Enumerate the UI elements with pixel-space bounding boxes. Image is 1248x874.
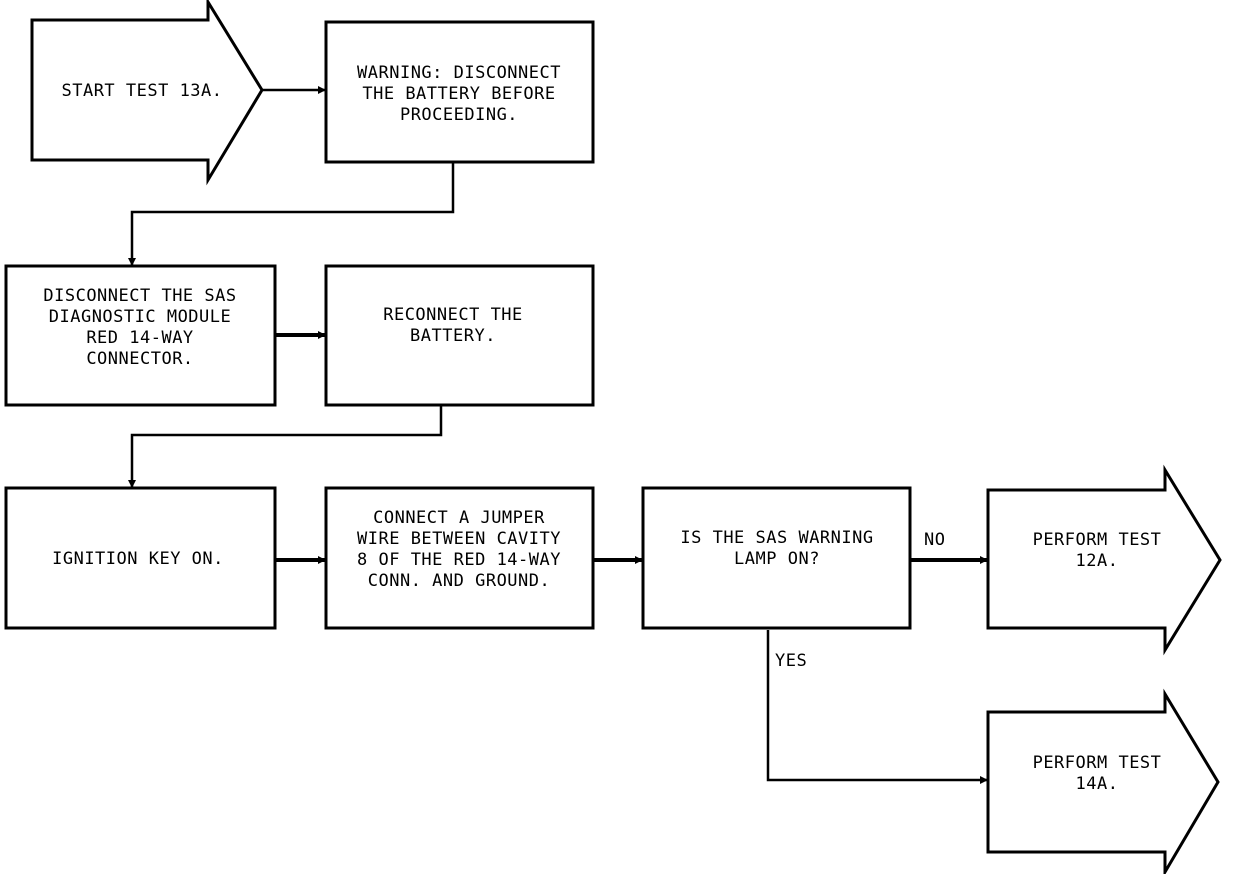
connector-warning-to-disconnect bbox=[130, 162, 455, 266]
step-text-line: START TEST 13A. bbox=[61, 81, 222, 101]
arrowheads bbox=[128, 86, 988, 784]
step-text-line: LAMP ON? bbox=[734, 549, 820, 569]
connector-reconnect-to-ignition bbox=[130, 405, 443, 488]
step-text-line: IGNITION KEY ON. bbox=[52, 549, 224, 569]
step-text-line: 8 OF THE RED 14-WAY bbox=[357, 550, 561, 570]
step-text-line: DIAGNOSTIC MODULE bbox=[49, 307, 232, 327]
ignition-step: IGNITION KEY ON. bbox=[4, 486, 277, 630]
step-text-line: DISCONNECT THE SAS bbox=[43, 286, 236, 306]
ignition-step-text: IGNITION KEY ON. bbox=[52, 549, 224, 569]
step-text-line: PERFORM TEST bbox=[1033, 753, 1162, 773]
step-text-line: PERFORM TEST bbox=[1033, 530, 1162, 550]
start-step: START TEST 13A. bbox=[30, 0, 264, 186]
step-text-line: CONNECT A JUMPER bbox=[373, 508, 545, 528]
step-text-line: IS THE SAS WARNING bbox=[680, 528, 873, 548]
step-text-line: 14A. bbox=[1076, 774, 1119, 794]
step-text-line: WARNING: DISCONNECT bbox=[357, 63, 561, 83]
step-text-line: WIRE BETWEEN CAVITY bbox=[357, 529, 561, 549]
connector-yes-branch bbox=[766, 630, 988, 782]
step-text-line: RED 14-WAY bbox=[86, 328, 193, 348]
no-branch-label: NO bbox=[924, 530, 945, 550]
step-text-line: THE BATTERY BEFORE bbox=[362, 84, 555, 104]
yes-branch-label: YES bbox=[775, 651, 807, 671]
start-step-text: START TEST 13A. bbox=[61, 81, 222, 101]
connectors bbox=[128, 86, 988, 784]
step-text-line: RECONNECT THE bbox=[383, 305, 523, 325]
step-text-line: BATTERY. bbox=[410, 326, 496, 346]
step-text-line: 12A. bbox=[1076, 551, 1119, 571]
step-text-line: CONN. AND GROUND. bbox=[368, 571, 551, 591]
step-text-line: PROCEEDING. bbox=[400, 105, 518, 125]
step-text-line: CONNECTOR. bbox=[86, 349, 193, 369]
